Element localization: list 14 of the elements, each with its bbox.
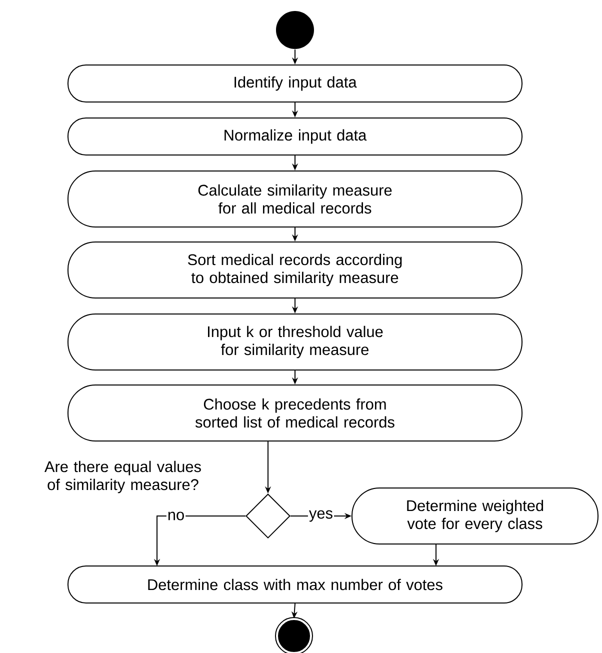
activity-box: Choose k precedents from sorted list of medical records xyxy=(68,384,522,442)
activity-box: Identify input data xyxy=(68,64,522,102)
start-node xyxy=(276,11,314,49)
edge-label: no xyxy=(166,510,186,522)
activity-box: Normalize input data xyxy=(68,118,522,156)
question-label: Are there equal values of similarity measure? xyxy=(44,460,201,494)
end-node xyxy=(275,617,313,653)
activity-box: Determine class with max number of votes xyxy=(68,566,522,604)
decision-diamond xyxy=(246,494,290,538)
activity-box: Determine weighted vote for every class xyxy=(352,488,598,544)
edge-label: yes xyxy=(308,509,334,523)
activity-box: Calculate similarity measure for all medical records xyxy=(68,170,522,228)
activity-box: Sort medical records according to obtained similarity measure xyxy=(68,242,522,298)
activity-box: Input k or threshold value for similarity measure xyxy=(68,314,522,370)
